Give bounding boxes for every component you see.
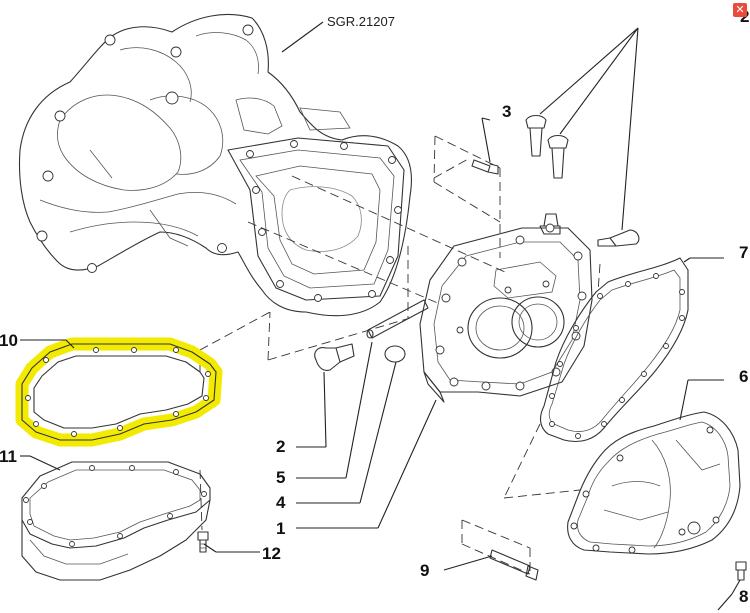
callout-10: 10 <box>0 331 18 350</box>
callout-8: 8 <box>739 587 748 606</box>
callout-4: 4 <box>276 493 286 512</box>
end-cover-part-1 <box>419 213 593 403</box>
callout-3: 3 <box>502 102 511 121</box>
bolt-part-2-left <box>314 343 355 371</box>
callout-12: 12 <box>262 544 281 563</box>
callout-2-left: 2 <box>276 437 285 456</box>
callout-1: 1 <box>276 519 285 538</box>
callout-9: 9 <box>420 561 429 580</box>
gasket-part-10-highlighted <box>15 337 223 447</box>
stud-part-9 <box>489 549 539 581</box>
stud-part-3 <box>471 159 499 175</box>
gasket-part-7 <box>539 257 689 443</box>
bolt-part-12 <box>197 531 209 553</box>
bolt-part-8 <box>735 561 747 581</box>
dowel-part-4 <box>384 345 406 363</box>
gearbox-housing <box>18 13 413 317</box>
callout-5: 5 <box>276 468 285 487</box>
callout-6: 6 <box>739 367 748 386</box>
leader-lines <box>20 27 741 611</box>
bolts-part-2-top <box>525 114 640 247</box>
reference-leader <box>281 21 324 53</box>
close-icon[interactable]: ✕ <box>733 3 747 17</box>
oil-pan-part-11 <box>21 461 211 581</box>
callout-11: 11 <box>0 447 17 466</box>
reference-code: SGR.21207 <box>327 14 395 29</box>
alignment-lines <box>199 135 601 575</box>
pin-part-5 <box>366 299 429 339</box>
rear-cover-part-6 <box>567 411 741 555</box>
callout-7: 7 <box>739 243 748 262</box>
